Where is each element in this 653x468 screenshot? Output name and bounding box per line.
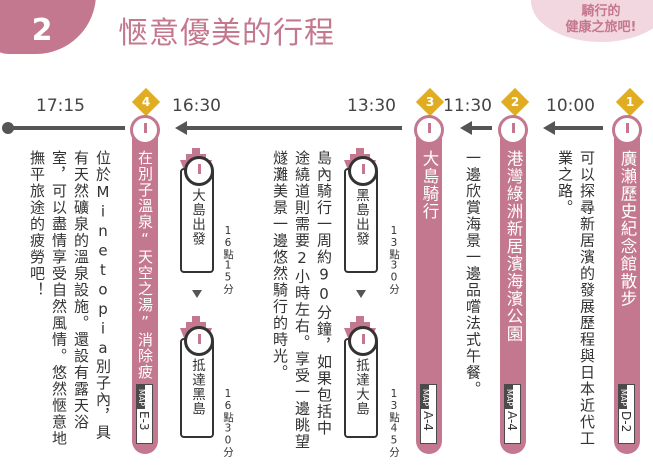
ferry-depart-time: 16點15分 — [222, 225, 234, 294]
ferry-depart-box: 黑島出發 — [344, 156, 378, 273]
badge-line2: 健康之旅吧! — [565, 20, 637, 35]
stop-number-badge: 1 — [615, 87, 645, 117]
stop-1-title: 廣瀨歷史紀念館散步 — [618, 150, 637, 308]
timeline-arrow-icon — [175, 121, 187, 135]
clock-icon — [348, 326, 378, 356]
time-1330: 13:30 — [347, 96, 396, 116]
down-arrow-icon — [192, 290, 202, 298]
map-reference: MAP D-2 — [618, 384, 635, 444]
timeline-segment — [8, 126, 125, 130]
clock-icon — [184, 156, 214, 186]
stop-3-description: 島內騎行一周約90分鐘，如果包括中途繞道則需要2小時左右。享受一邊眺望燧灘美景一… — [271, 150, 333, 450]
time-1715: 17:15 — [36, 96, 85, 116]
section-title: 愜意優美的行程 — [118, 16, 335, 51]
stop-2-title: 港灣綠洲新居濱海濱公園 — [504, 150, 523, 343]
stop-2-description: 一邊欣賞海景一邊品嚐法式午餐。 — [464, 150, 482, 398]
clock-icon — [498, 115, 528, 145]
section-number-badge: 2 — [0, 0, 96, 54]
timeline-arrow-icon — [543, 121, 555, 135]
stop-number-badge: 2 — [500, 87, 530, 117]
ferry-depart-box: 大島出發 — [180, 156, 214, 273]
stop-3-title: 大島騎行 — [420, 150, 439, 220]
clock-icon — [184, 326, 214, 356]
time-1000: 10:00 — [546, 96, 595, 116]
map-reference: MAP E-3 — [136, 384, 153, 444]
ferry-arrive-time: 13點45分 — [388, 388, 400, 457]
stop-4-description: 位於Minetopia別子內，具有天然礦泉的溫泉設施。還設有露天浴室，可以盡情享… — [28, 150, 112, 447]
stop-number-badge: 3 — [415, 87, 445, 117]
health-trip-badge: 騎行的 健康之旅吧! — [531, 0, 653, 42]
badge-line1: 騎行的 — [581, 4, 621, 19]
ferry-arrive-box: 抵達黑島 — [180, 326, 214, 438]
timeline-segment — [186, 126, 402, 130]
ferry-arrive-time: 16點30分 — [222, 388, 234, 457]
clock-icon — [348, 156, 378, 186]
clock-icon — [414, 115, 444, 145]
clock-icon — [612, 115, 642, 145]
timeline-segment — [470, 126, 492, 130]
time-1630: 16:30 — [172, 96, 221, 116]
map-reference: MAP A-4 — [504, 384, 521, 444]
down-arrow-icon — [356, 290, 366, 298]
stop-number-badge: 4 — [131, 87, 161, 117]
stop-1-description: 可以探尋新居濱的發展歷程與日本近代工業之路。 — [556, 150, 596, 447]
time-1130: 11:30 — [443, 96, 492, 116]
timeline-arrow-icon — [460, 121, 472, 135]
ferry-depart-time: 13點30分 — [388, 225, 400, 294]
clock-icon — [130, 115, 160, 145]
map-reference: MAP A-4 — [420, 384, 437, 444]
timeline-segment — [553, 126, 603, 130]
stop-4-title: 在別子溫泉“天空之湯”消除疲勞 — [110, 150, 154, 380]
ferry-arrive-box: 抵達大島 — [344, 326, 378, 438]
